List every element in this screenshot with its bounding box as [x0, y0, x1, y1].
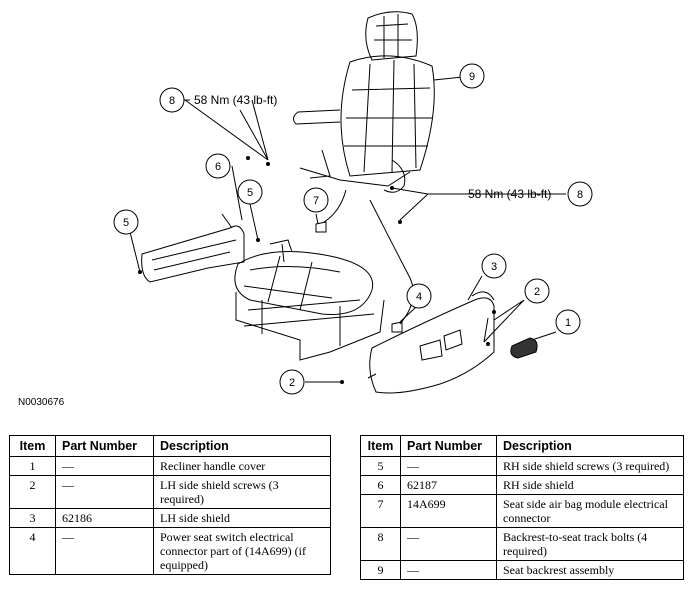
- figure-id: N0030676: [18, 397, 65, 408]
- lh-side-shield-drawing: [369, 291, 495, 394]
- svg-text:2: 2: [289, 377, 295, 389]
- table-row: 6 62187 RH side shield: [360, 475, 684, 495]
- item-cell: 8: [360, 527, 401, 561]
- part-number-cell: —: [55, 456, 154, 476]
- callout-2-left: 2: [279, 369, 305, 395]
- description-cell: RH side shield screws (3 required): [496, 456, 684, 476]
- part-number-cell: —: [55, 527, 154, 575]
- callout-5-right: 5: [237, 179, 263, 205]
- description-cell: Power seat switch electrical connector p…: [153, 527, 331, 575]
- rh-side-shield-drawing: [141, 213, 245, 283]
- svg-text:8: 8: [577, 189, 583, 201]
- col-header-description: Description: [153, 435, 331, 457]
- svg-text:1: 1: [565, 317, 571, 329]
- callout-3: 3: [481, 253, 507, 279]
- item-cell: 9: [360, 560, 401, 580]
- callout-5-left: 5: [113, 209, 139, 235]
- item-cell: 6: [360, 475, 401, 495]
- callout-1: 1: [555, 309, 581, 335]
- col-header-item: Item: [9, 435, 56, 457]
- exploded-seat-diagram: 8 9 6 5 7 8 5 3: [113, 11, 593, 395]
- item-cell: 4: [9, 527, 56, 575]
- item-cell: 1: [9, 456, 56, 476]
- svg-text:2: 2: [534, 286, 540, 298]
- description-cell: Recliner handle cover: [153, 456, 331, 476]
- callout-6: 6: [205, 153, 231, 179]
- table-row: 7 14A699 Seat side air bag module electr…: [360, 494, 684, 528]
- description-cell: Seat backrest assembly: [496, 560, 684, 580]
- part-number-cell: —: [400, 456, 497, 476]
- table-row: 5 — RH side shield screws (3 required): [360, 456, 684, 476]
- description-cell: LH side shield: [153, 508, 331, 528]
- part-number-cell: 62187: [400, 475, 497, 495]
- item-cell: 7: [360, 494, 401, 528]
- description-cell: Backrest-to-seat track bolts (4 required…: [496, 527, 684, 561]
- item-cell: 3: [9, 508, 56, 528]
- table-row: 2 — LH side shield screws (3 required): [9, 475, 331, 509]
- part-number-cell: 14A699: [400, 494, 497, 528]
- part-number-cell: —: [400, 527, 497, 561]
- parts-table-right: Item Part Number Description 5 — RH side…: [360, 435, 684, 580]
- svg-text:9: 9: [469, 71, 475, 83]
- table-row: 8 — Backrest-to-seat track bolts (4 requ…: [360, 527, 684, 561]
- table-row: 3 62186 LH side shield: [9, 508, 331, 528]
- torque-spec-left: 58 Nm (43 lb-ft): [194, 93, 277, 107]
- table-row: 4 — Power seat switch electrical connect…: [9, 527, 331, 575]
- description-cell: RH side shield: [496, 475, 684, 495]
- item-cell: 5: [360, 456, 401, 476]
- callout-8-right: 8: [567, 181, 593, 207]
- callout-4: 4: [406, 283, 432, 309]
- table-row: 9 — Seat backrest assembly: [360, 560, 684, 580]
- seat-backrest-drawing: [292, 11, 435, 193]
- svg-text:8: 8: [169, 95, 175, 107]
- table-row: 1 — Recliner handle cover: [9, 456, 331, 476]
- callout-7: 7: [303, 187, 329, 213]
- svg-text:5: 5: [247, 187, 253, 199]
- part-number-cell: 62186: [55, 508, 154, 528]
- part-number-cell: —: [400, 560, 497, 580]
- svg-text:3: 3: [491, 261, 497, 273]
- svg-text:4: 4: [416, 291, 422, 303]
- description-cell: Seat side air bag module electrical conn…: [496, 494, 684, 528]
- item-cell: 2: [9, 475, 56, 509]
- power-switch-connector-drawing: [369, 199, 414, 333]
- svg-text:6: 6: [215, 161, 221, 173]
- col-header-part-number: Part Number: [400, 435, 497, 457]
- parts-table-left: Item Part Number Description 1 — Recline…: [9, 435, 331, 575]
- recliner-handle-cover-drawing: [510, 337, 538, 359]
- part-number-cell: —: [55, 475, 154, 509]
- svg-text:7: 7: [313, 195, 319, 207]
- col-header-description: Description: [496, 435, 684, 457]
- torque-spec-right: 58 Nm (43 lb-ft): [468, 187, 551, 201]
- air-bag-connector-drawing: [315, 189, 347, 233]
- description-cell: LH side shield screws (3 required): [153, 475, 331, 509]
- col-header-part-number: Part Number: [55, 435, 154, 457]
- col-header-item: Item: [360, 435, 401, 457]
- callout-2-right: 2: [524, 278, 550, 304]
- seat-cushion-drawing: [234, 239, 385, 361]
- callout-9: 9: [459, 63, 485, 89]
- callout-8-left: 8: [159, 87, 185, 113]
- svg-text:5: 5: [123, 217, 129, 229]
